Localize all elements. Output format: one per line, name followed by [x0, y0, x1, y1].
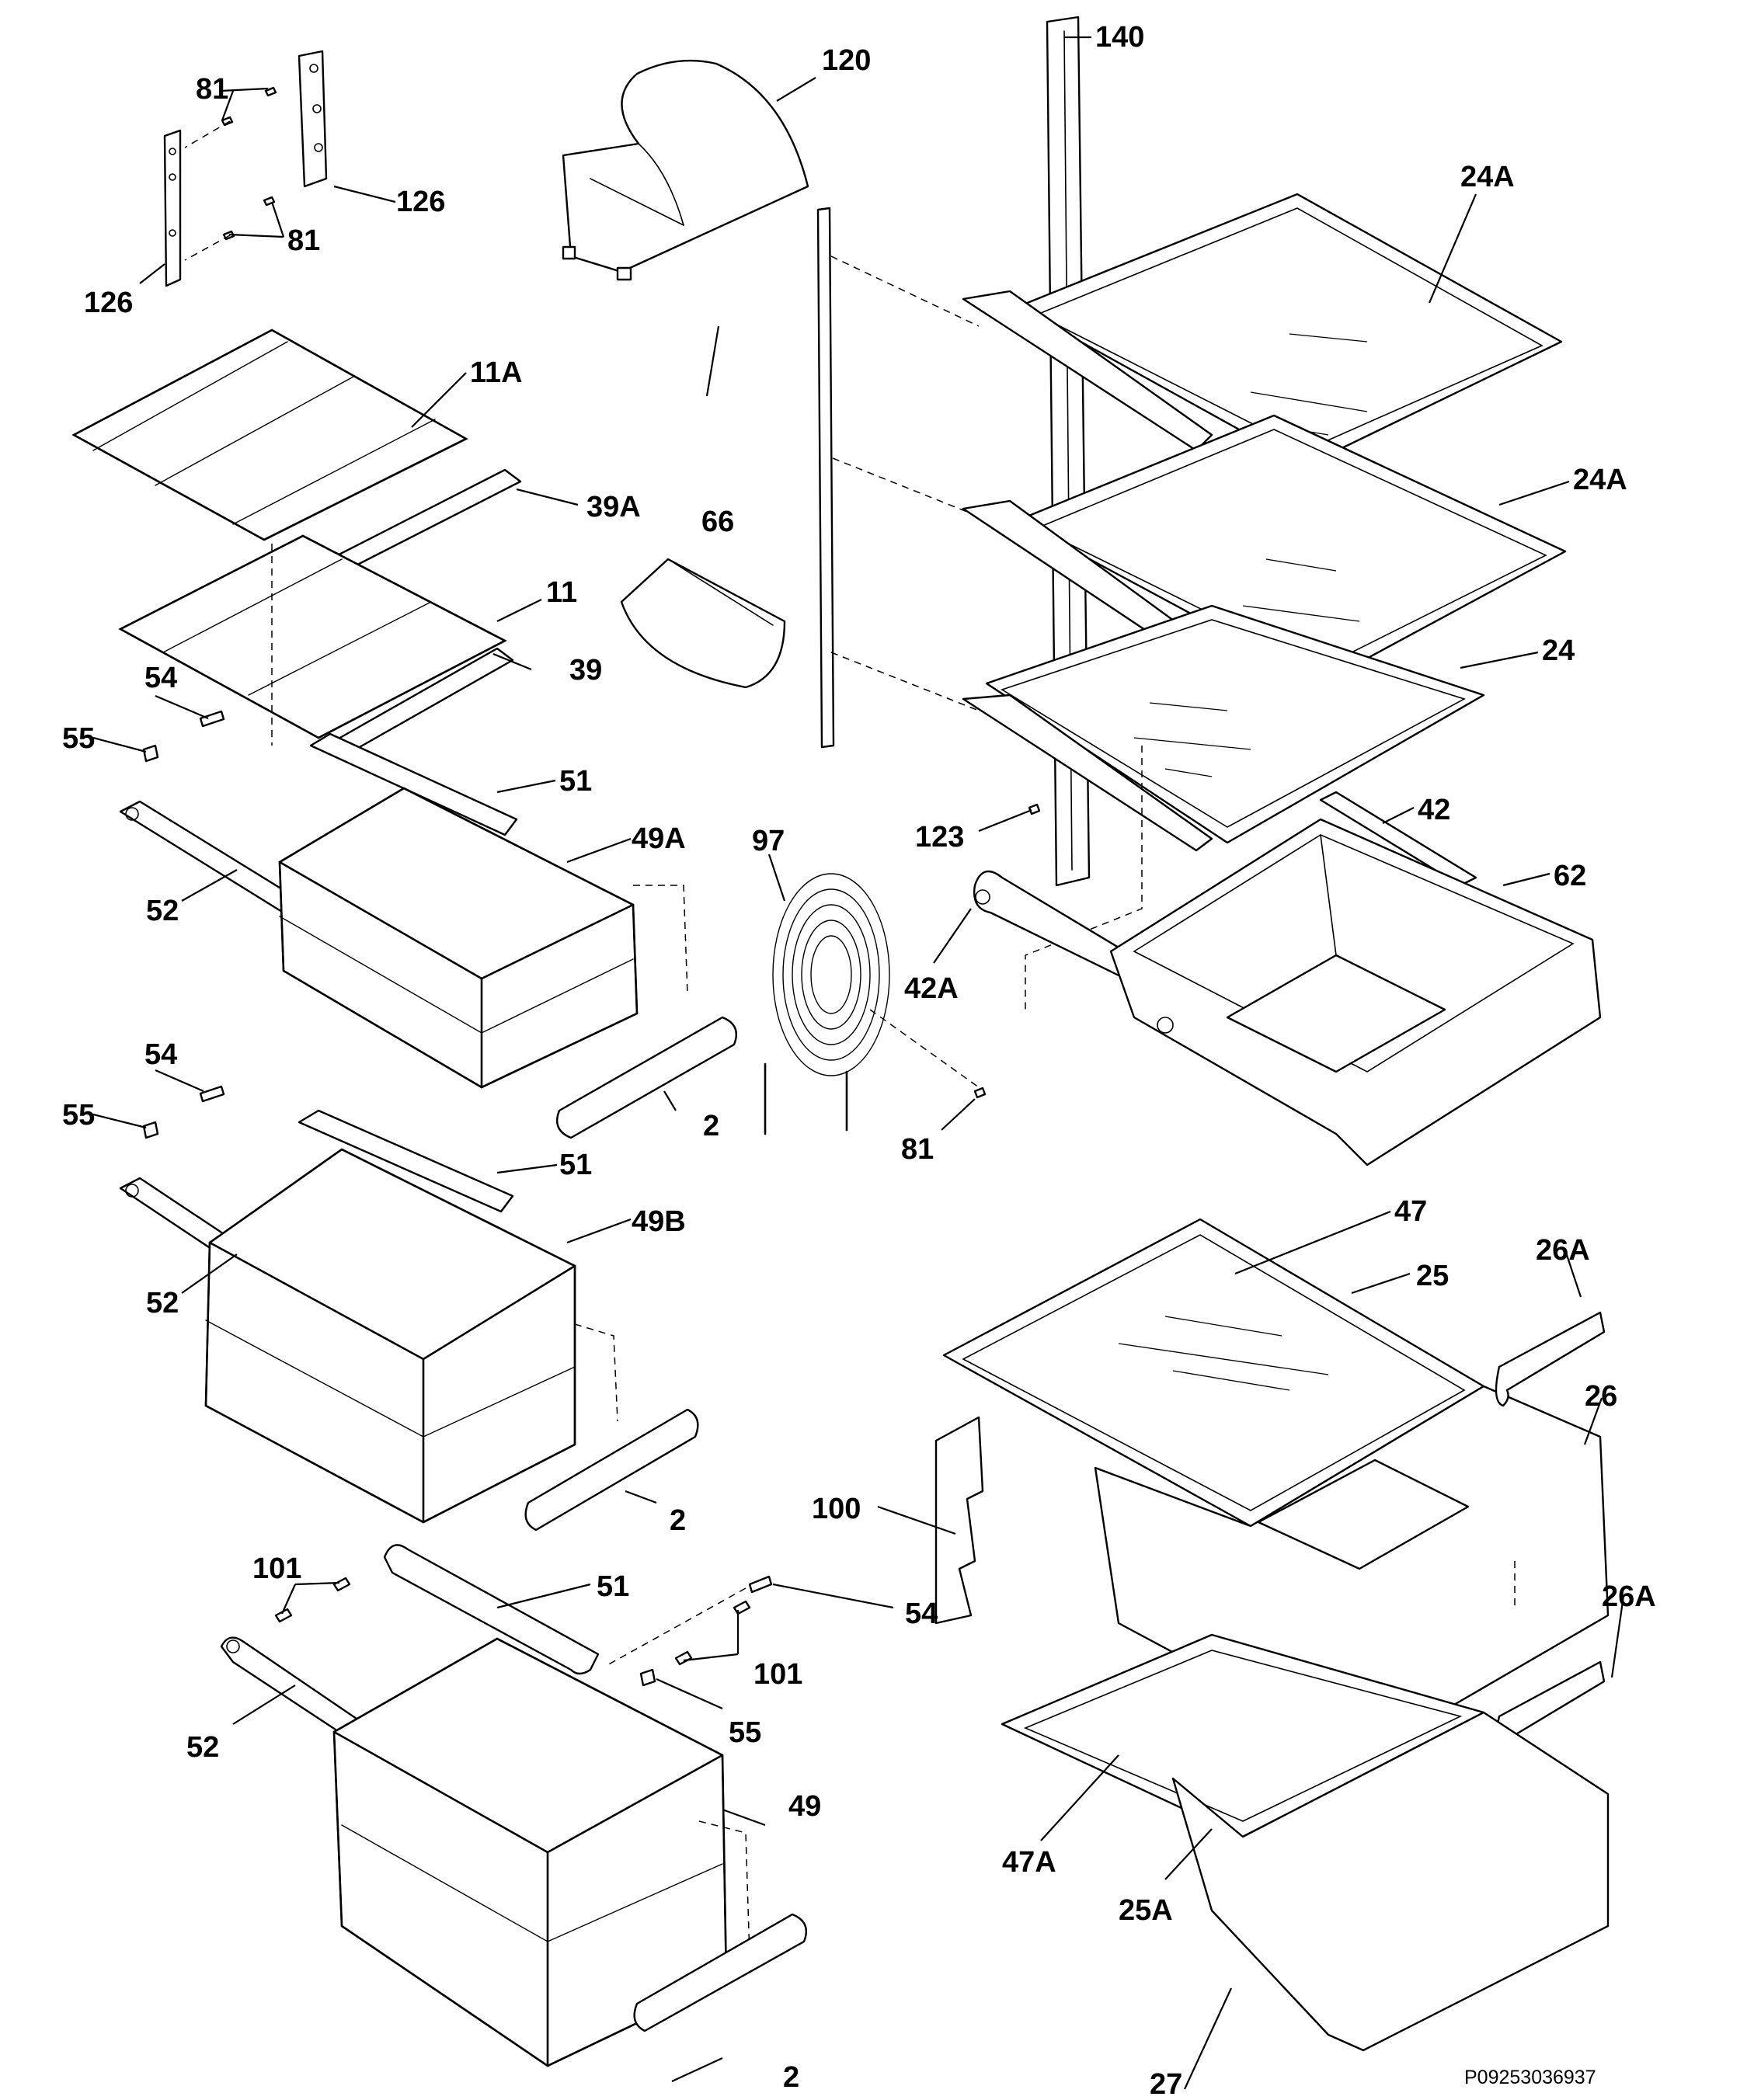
callout-47: 47 — [1394, 1195, 1427, 1228]
leader-lines — [92, 36, 1625, 2090]
shelf-ladder-thin — [816, 207, 835, 749]
ladder-guide-line-3 — [830, 652, 980, 711]
callout-66: 66 — [701, 506, 734, 538]
callout-25A: 25A — [1119, 1894, 1173, 1927]
door-bin-120 — [562, 59, 809, 281]
callout-101-top: 101 — [252, 1552, 301, 1585]
trim-2-c — [633, 1913, 808, 2032]
callout-62: 62 — [1554, 860, 1586, 892]
heater-coil-97 — [764, 873, 890, 1135]
callout-25: 25 — [1416, 1260, 1449, 1292]
callout-126-left: 126 — [84, 287, 133, 319]
screw-54-b — [199, 1085, 225, 1103]
callout-47A: 47A — [1002, 1846, 1056, 1879]
hinge-bracket-left — [163, 129, 182, 287]
callout-11A: 11A — [470, 356, 523, 389]
callout-42A: 42A — [904, 972, 959, 1005]
callout-126-right: 126 — [396, 186, 445, 218]
slide-51-a — [309, 732, 518, 836]
callout-54-a: 54 — [144, 662, 177, 694]
hardware-guide-c — [605, 1587, 747, 1667]
callout-51-b: 51 — [559, 1149, 592, 1181]
trim-2-a — [555, 1016, 738, 1139]
glass-shelf-24 — [962, 604, 1485, 852]
callout-81-top: 81 — [196, 73, 228, 106]
trim-2-b — [524, 1408, 699, 1532]
callout-2-a: 2 — [703, 1110, 719, 1142]
callout-54-b: 54 — [144, 1038, 177, 1071]
callout-101-right: 101 — [753, 1658, 802, 1691]
callout-2-b: 2 — [670, 1504, 686, 1537]
callout-42: 42 — [1418, 794, 1450, 826]
callout-52-c: 52 — [186, 1731, 219, 1764]
ladder-guide-line-1 — [830, 256, 980, 327]
ladder-guide-line-2 — [832, 457, 980, 517]
callout-11: 11 — [546, 576, 577, 609]
hinge-bracket-right — [298, 50, 328, 188]
drawer-guide-100 — [934, 1416, 984, 1625]
callout-55-c: 55 — [729, 1716, 761, 1749]
wire-shelf-11 — [118, 534, 507, 739]
slide-51-b — [298, 1109, 514, 1213]
callout-51-a: 51 — [559, 765, 592, 798]
coil-guide — [869, 1009, 980, 1088]
screw-54-c — [748, 1575, 773, 1594]
screw-81-group — [184, 86, 277, 261]
callout-49B: 49B — [632, 1205, 686, 1238]
document-code: P09253036937 — [1464, 2067, 1596, 2088]
basket-49A — [278, 787, 639, 1089]
crisper-pan-62 — [1109, 818, 1602, 1166]
callout-39: 39 — [569, 654, 602, 687]
screw-55-a — [142, 744, 159, 763]
callout-55-b: 55 — [62, 1099, 95, 1132]
screw-81-right — [973, 1087, 987, 1099]
basket-guide-b — [574, 1323, 618, 1422]
callout-2-c: 2 — [783, 2061, 799, 2094]
callout-24A-mid: 24A — [1573, 464, 1627, 496]
callout-49A: 49A — [632, 822, 686, 855]
callout-52-a: 52 — [146, 895, 179, 927]
callout-55-a: 55 — [62, 722, 95, 755]
screw-55-c — [639, 1668, 656, 1687]
shelf-bracket-26A-top — [1495, 1311, 1606, 1407]
callout-140: 140 — [1095, 21, 1144, 54]
callout-120: 120 — [822, 44, 871, 77]
callout-24A-top: 24A — [1460, 161, 1515, 193]
slide-42 — [1319, 791, 1477, 887]
screw-55-b — [142, 1121, 159, 1139]
callout-54-c: 54 — [905, 1598, 938, 1630]
callout-26A-top: 26A — [1536, 1234, 1590, 1267]
callout-39A: 39A — [586, 491, 641, 523]
basket-49B — [204, 1148, 576, 1524]
callout-100: 100 — [812, 1493, 861, 1525]
callout-26: 26 — [1585, 1380, 1617, 1413]
callout-97: 97 — [752, 825, 785, 857]
callout-49: 49 — [788, 1790, 821, 1823]
callout-81-right: 81 — [901, 1133, 934, 1166]
wire-shelf-11A — [71, 329, 468, 541]
basket-guide-c — [698, 1820, 750, 1958]
screw-54-a — [199, 710, 225, 728]
basket-guide-a — [633, 885, 688, 995]
callout-51-c: 51 — [597, 1570, 629, 1603]
glass-shelf-24A-top — [962, 193, 1563, 468]
crisper-drawer-27 — [1171, 1711, 1610, 2052]
callout-27: 27 — [1150, 2068, 1182, 2100]
screw-123 — [1028, 803, 1041, 815]
callout-52-b: 52 — [146, 1287, 179, 1319]
callout-123: 123 — [915, 821, 964, 854]
callout-26A-bottom: 26A — [1602, 1580, 1656, 1613]
callout-24: 24 — [1542, 635, 1575, 667]
cover-66 — [620, 558, 786, 689]
slide-51-c — [383, 1544, 600, 1675]
callout-81-mid: 81 — [287, 224, 320, 257]
